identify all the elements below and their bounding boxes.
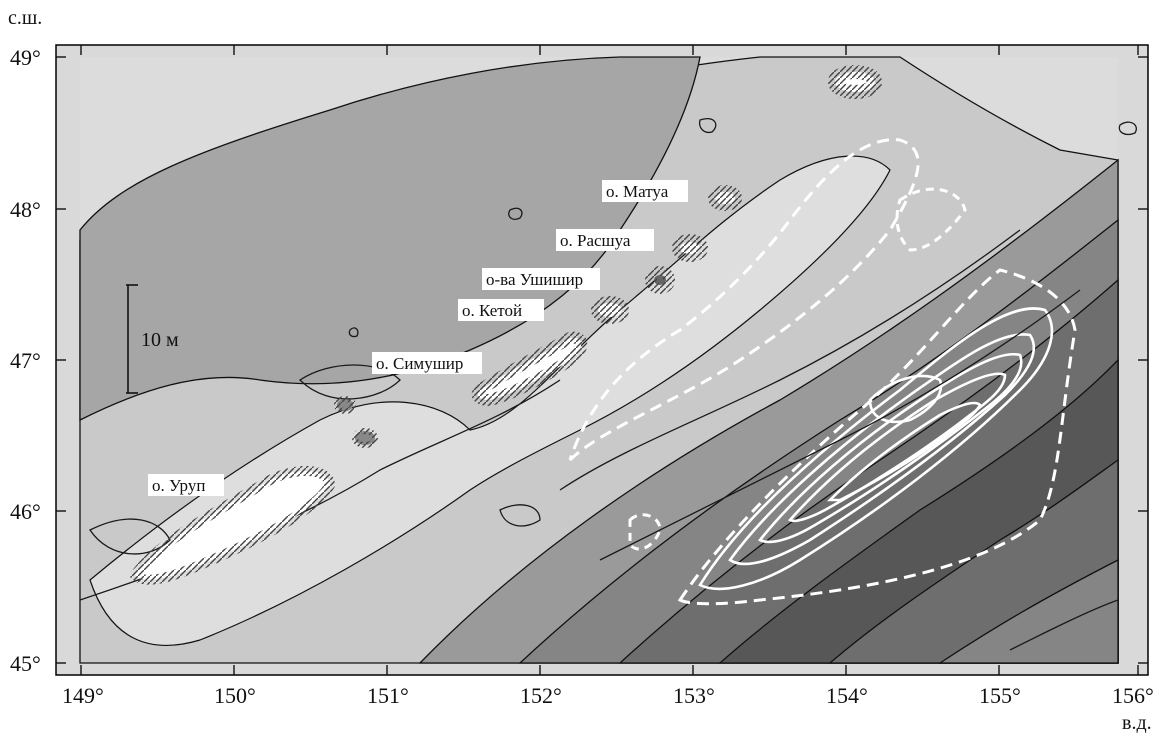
lat-tick-label: 45° bbox=[10, 651, 41, 676]
depth-zone-basin bbox=[79, 56, 701, 422]
label-ushishir: о-ва Ушишир bbox=[486, 270, 583, 289]
lon-ticks bbox=[80, 45, 1139, 675]
lon-tick-label: 154° bbox=[826, 683, 868, 708]
lon-tick-label: 155° bbox=[979, 683, 1021, 708]
scale-label: 10 м bbox=[141, 329, 179, 351]
islet-mid bbox=[352, 428, 378, 448]
lon-tick-label: 150° bbox=[214, 683, 256, 708]
lon-axis-unit: в.д. bbox=[1122, 712, 1152, 734]
lat-tick-label: 49° bbox=[10, 45, 41, 70]
label-urup: о. Уруп bbox=[152, 476, 205, 495]
anomaly-contour-dashed bbox=[568, 138, 920, 462]
label-ketoy: о. Кетой bbox=[462, 301, 522, 320]
lon-tick-label: 149° bbox=[62, 683, 104, 708]
island-ushishir bbox=[645, 266, 675, 294]
islands bbox=[128, 65, 882, 585]
island-simushir bbox=[471, 331, 588, 407]
lat-tick-label: 48° bbox=[10, 197, 41, 222]
anomaly-contours-solid bbox=[698, 307, 1054, 591]
label-simushir: о. Симушир bbox=[376, 354, 463, 373]
lat-ticks bbox=[56, 56, 1148, 664]
lat-tick-label: 46° bbox=[10, 499, 41, 524]
lon-tick-label: 151° bbox=[367, 683, 409, 708]
islet-west bbox=[334, 396, 356, 414]
lon-tick-labels: 149° 150° 151° 152° 153° 154° 155° 156° bbox=[62, 683, 1154, 708]
lon-tick-label: 156° bbox=[1112, 683, 1154, 708]
lat-tick-label: 47° bbox=[10, 348, 41, 373]
label-rasshua: о. Расшуа bbox=[560, 231, 631, 250]
island-urup bbox=[128, 465, 336, 585]
island-matua bbox=[708, 185, 742, 211]
label-matua: о. Матуа bbox=[606, 182, 669, 201]
island-labels: о. Уруп о. Симушир о. Кетой о-ва Ушишир … bbox=[148, 180, 688, 496]
lon-tick-label: 152° bbox=[520, 683, 562, 708]
lon-tick-label: 153° bbox=[673, 683, 715, 708]
island-ketoy bbox=[591, 296, 629, 324]
scale-bar: 10 м bbox=[126, 284, 179, 394]
lat-axis-unit: с.ш. bbox=[8, 7, 42, 29]
island-northern bbox=[828, 65, 882, 99]
island-rasshua bbox=[672, 234, 708, 262]
lat-tick-labels: 49° 48° 47° 46° 45° bbox=[10, 45, 41, 676]
bathymetry-layers bbox=[79, 56, 1137, 664]
